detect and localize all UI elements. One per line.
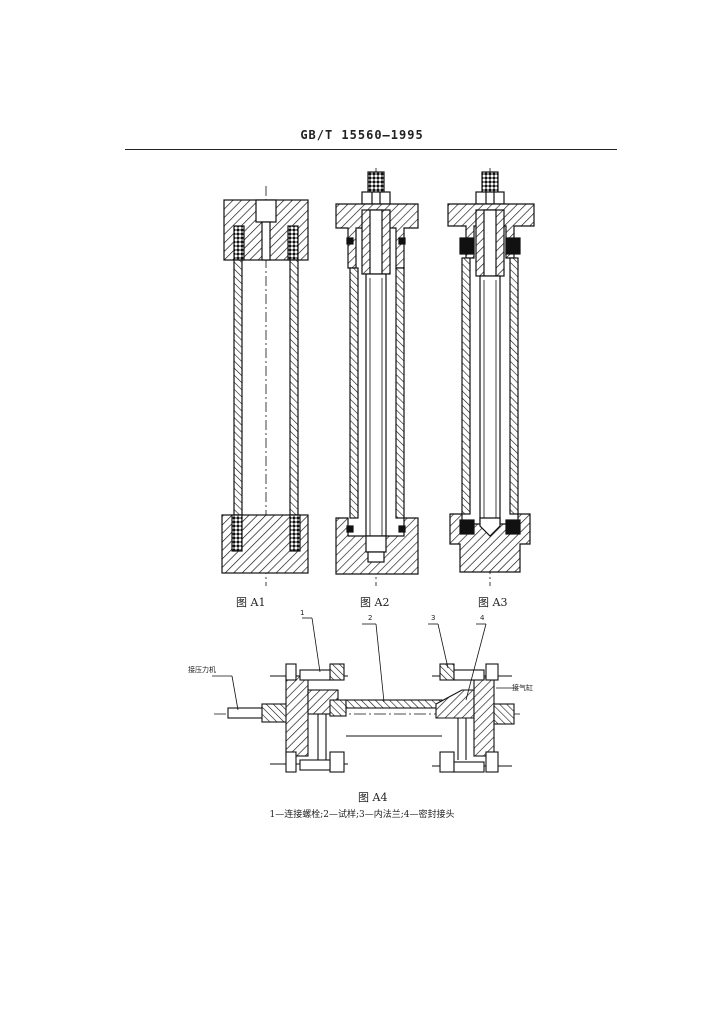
header-rule	[125, 149, 617, 150]
caption-figure-a1: 图 A1	[236, 596, 266, 609]
caption-figure-a4: 图 A4	[358, 791, 388, 804]
callout-1: 1	[300, 609, 304, 617]
figure-a4-drawing	[212, 617, 520, 773]
standard-number: GB/T 15560—1995	[300, 128, 424, 142]
figure-a4-legend: 1—连接螺栓;2—试样;3—内法兰;4—密封接头	[269, 810, 455, 820]
figure-a3-drawing	[447, 168, 535, 586]
callout-2: 2	[368, 614, 372, 622]
caption-figure-a3: 图 A3	[478, 596, 508, 609]
figure-a2-drawing	[335, 168, 419, 586]
figure-a1-drawing	[221, 186, 309, 586]
callout-3: 3	[431, 614, 435, 622]
label-press-connection: 接压力机	[188, 665, 216, 674]
callout-4: 4	[480, 614, 485, 622]
label-cylinder-connection: 接气缸	[512, 683, 533, 692]
caption-figure-a2: 图 A2	[360, 596, 390, 609]
